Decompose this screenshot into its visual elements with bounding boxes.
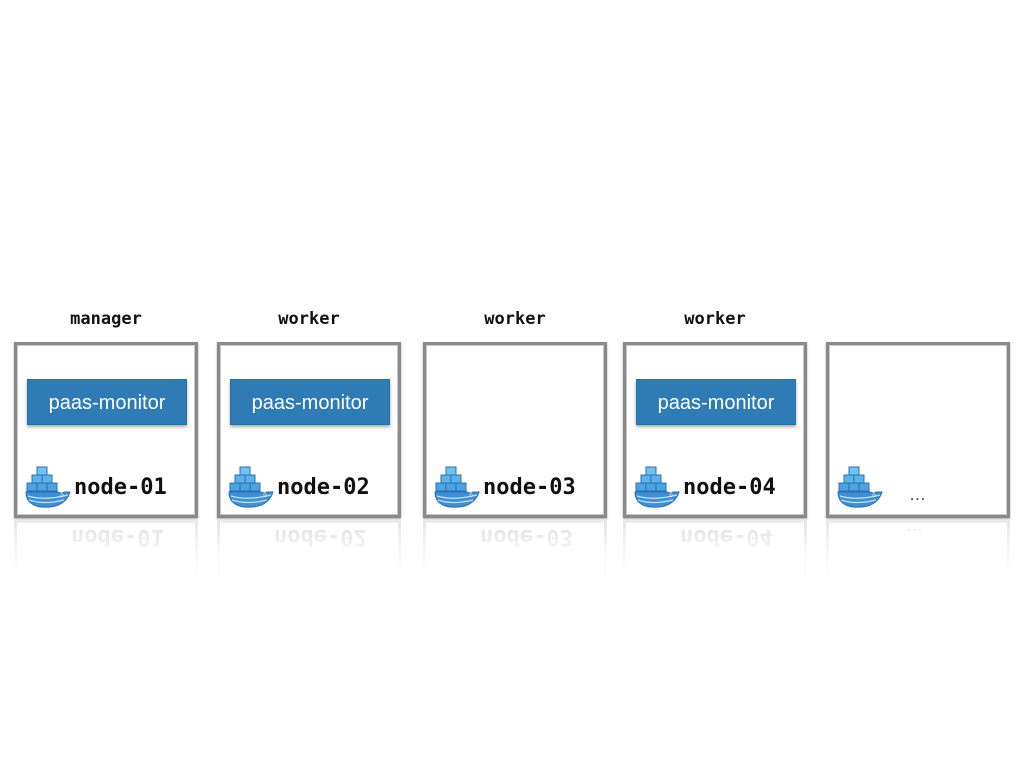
node-card-more: … … — [826, 342, 1010, 582]
node-card-1: manager paas-monitor node-01 node-01 — [14, 309, 198, 582]
service-paas-monitor[interactable]: paas-monitor — [636, 379, 796, 425]
node-name: … — [909, 485, 927, 504]
reflection-fade — [423, 520, 607, 582]
reflection-fade — [14, 520, 198, 582]
node-role-label: worker — [278, 309, 340, 329]
node-reflection: node-03 — [423, 520, 607, 582]
node-reflection: node-02 — [217, 520, 401, 582]
node-name: node-03 — [483, 475, 576, 500]
node-role-label: worker — [484, 309, 546, 329]
node-reflection: node-04 — [623, 520, 807, 582]
node-reflection: … — [826, 520, 1010, 582]
node-name: node-04 — [683, 475, 776, 500]
node-reflection: node-01 — [14, 520, 198, 582]
reflection-fade — [217, 520, 401, 582]
service-paas-monitor[interactable]: paas-monitor — [230, 379, 390, 425]
node-frame: paas-monitor node-02 — [217, 342, 401, 518]
reflection-fade — [623, 520, 807, 582]
node-role-label: worker — [684, 309, 746, 329]
node-name: node-02 — [277, 475, 370, 500]
node-card-2: worker paas-monitor node-02 node-02 — [217, 309, 401, 582]
reflection-fade — [826, 520, 1010, 582]
node-frame: paas-monitor node-01 — [14, 342, 198, 518]
service-paas-monitor[interactable]: paas-monitor — [27, 379, 187, 425]
node-role-label: manager — [70, 309, 142, 329]
docker-whale-icon — [434, 466, 480, 508]
docker-whale-icon — [228, 466, 274, 508]
node-name: node-01 — [74, 475, 167, 500]
docker-whale-icon — [837, 466, 883, 508]
node-frame: … — [826, 342, 1010, 518]
node-card-4: worker paas-monitor node-04 node-04 — [623, 309, 807, 582]
node-card-3: worker node-03 node-03 — [423, 309, 607, 582]
node-frame: node-03 — [423, 342, 607, 518]
docker-whale-icon — [25, 466, 71, 508]
node-frame: paas-monitor node-04 — [623, 342, 807, 518]
docker-whale-icon — [634, 466, 680, 508]
